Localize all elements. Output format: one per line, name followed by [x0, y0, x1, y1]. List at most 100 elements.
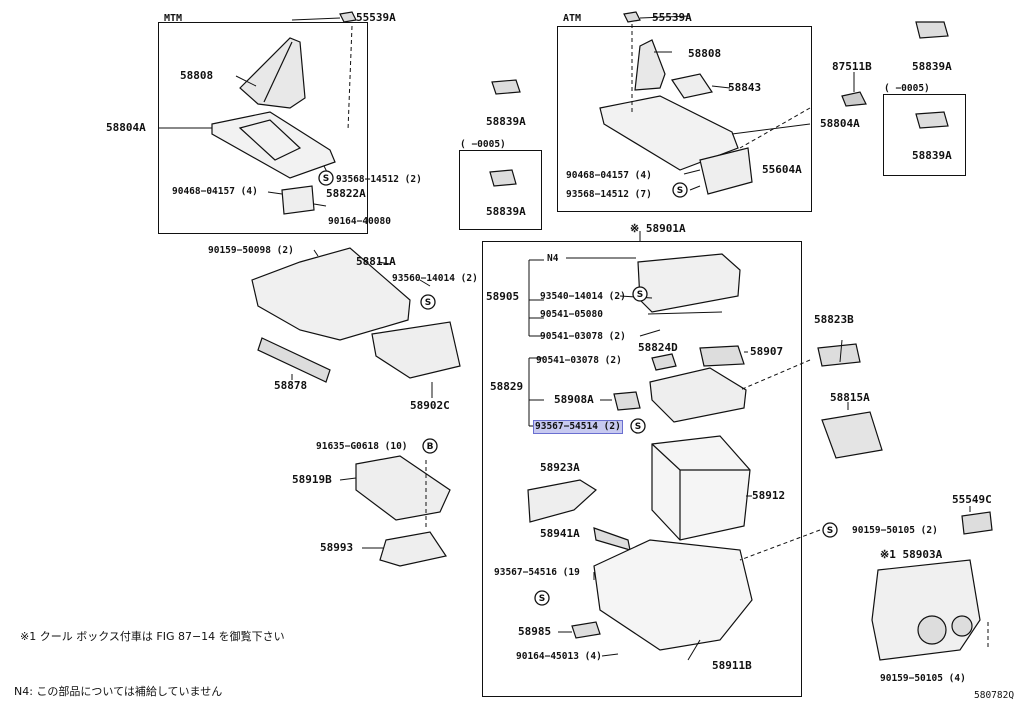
part-label-90159-50105[interactable]: 90159−50105 (4): [880, 673, 966, 684]
armrest-lid: [637, 253, 741, 313]
s-marker-7: [822, 522, 838, 538]
footnote-n4: N4: この部品については補給していません: [14, 685, 223, 698]
console-top-atm: [599, 95, 739, 171]
part-label-58901a[interactable]: ※ 58901A: [630, 222, 686, 235]
cap-58839a-3: [915, 21, 949, 39]
part-label-90159-50105[interactable]: 90159−50105 (2): [852, 525, 938, 536]
clip-58824d: [651, 353, 677, 371]
s-marker-text: S: [637, 290, 643, 300]
part-label-90541-05080[interactable]: 90541−05080: [540, 309, 603, 320]
box-58912: [651, 435, 751, 541]
part-label-58839a[interactable]: 58839A: [912, 60, 952, 73]
part-label-n4[interactable]: N4: [547, 253, 559, 264]
cap-58839a-4: [915, 111, 949, 129]
plate-87511b: [841, 91, 867, 107]
range-0005-left: ( −0005): [460, 139, 506, 150]
s-marker-3: [420, 294, 436, 310]
part-label-58839a[interactable]: 58839A: [486, 205, 526, 218]
part-label-58912[interactable]: 58912: [752, 489, 786, 502]
frame-0005-right: [883, 94, 966, 176]
part-label-58843[interactable]: 58843: [728, 81, 762, 94]
part-label-55539a[interactable]: 55539A: [652, 11, 692, 24]
part-label-58905[interactable]: 58905: [486, 290, 520, 303]
part-label-90164-40080[interactable]: 90164−40080: [328, 216, 391, 227]
part-label-58903a[interactable]: ※1 58903A: [880, 548, 943, 561]
s-marker-4: [632, 286, 648, 302]
part-label-58878[interactable]: 58878: [274, 379, 308, 392]
hinge-58907: [699, 345, 745, 367]
part-label-58839a[interactable]: 58839A: [912, 149, 952, 162]
part-label-58941a[interactable]: 58941A: [540, 527, 580, 540]
figure-code: 580782Q: [974, 690, 1015, 701]
s-marker-1: [318, 170, 334, 186]
part-label-58839a[interactable]: 58839A: [486, 115, 526, 128]
part-label-58993[interactable]: 58993: [320, 541, 354, 554]
footnote-1: ※1 クール ボックス付車は FIG 87−14 を御覧下さい: [20, 630, 285, 643]
part-label-90541-03078[interactable]: 90541−03078 (2): [536, 355, 622, 366]
mat-58815a: [821, 411, 883, 459]
part-label-58808[interactable]: 58808: [688, 47, 722, 60]
range-0005-right: ( −0005): [884, 83, 930, 94]
part-label-58808[interactable]: 58808: [180, 69, 214, 82]
part-label-90159-50098[interactable]: 90159−50098 (2): [208, 245, 294, 256]
s-marker-text: S: [635, 422, 641, 432]
tray-inner: [649, 367, 747, 423]
s-marker-text: S: [827, 526, 833, 536]
s-marker-text: S: [539, 594, 545, 604]
part-label-58908a[interactable]: 58908A: [554, 393, 594, 406]
part-label-58811a[interactable]: 58811A: [356, 255, 396, 268]
part-label-58902c[interactable]: 58902C: [410, 399, 450, 412]
s-marker-6: [534, 590, 550, 606]
part-label-58804a[interactable]: 58804A: [106, 121, 146, 134]
part-label-58911b[interactable]: 58911B: [712, 659, 752, 672]
section-mtm: MTM: [164, 13, 183, 24]
part-label-93568-14512[interactable]: 93568−14512 (7): [566, 189, 652, 200]
part-label-55549c[interactable]: 55549C: [952, 493, 992, 506]
part-label-87511b[interactable]: 87511B: [832, 60, 872, 73]
part-label-90468-04157[interactable]: 90468−04157 (4): [566, 170, 652, 181]
part-label-58815a[interactable]: 58815A: [830, 391, 870, 404]
catch-58908a: [613, 391, 641, 411]
part-label-58923a[interactable]: 58923A: [540, 461, 580, 474]
cap-58839a-1: [491, 79, 521, 95]
part-label-93567-54516[interactable]: 93567−54516 (19: [494, 567, 580, 578]
console-body-58911b: [593, 539, 753, 651]
part-label-58919b[interactable]: 58919B: [292, 473, 332, 486]
bracket-58902c: [371, 321, 461, 379]
part-label-93568-14512[interactable]: 93568−14512 (2): [336, 174, 422, 185]
part-label-58829[interactable]: 58829: [490, 380, 524, 393]
cap-58839a-2: [489, 169, 517, 187]
indicator-58843: [671, 73, 713, 99]
b-marker: [422, 438, 438, 454]
clip-58985: [571, 621, 601, 639]
part-label-58822a[interactable]: 58822A: [326, 187, 366, 200]
part-label-58823b[interactable]: 58823B: [814, 313, 854, 326]
b-marker-text: B: [427, 442, 434, 452]
part-label-91635-g0618[interactable]: 91635−G0618 (10): [316, 441, 408, 452]
part-label-90541-03078[interactable]: 90541−03078 (2): [540, 331, 626, 342]
panel-58811a: [251, 247, 411, 341]
part-label-58985[interactable]: 58985: [518, 625, 552, 638]
part-label-93567-54514-highlighted[interactable]: 93567−54514 (2): [533, 420, 623, 434]
bracket-58919b: [355, 455, 451, 521]
part-label-58824d[interactable]: 58824D: [638, 341, 678, 354]
part-label-58907[interactable]: 58907: [750, 345, 784, 358]
part-label-58804a[interactable]: 58804A: [820, 117, 860, 130]
cupholder-58903a: [871, 559, 981, 661]
part-label-55539a[interactable]: 55539A: [356, 11, 396, 24]
shift-boot-atm: [634, 39, 666, 91]
part-label-90164-45013[interactable]: 90164−45013 (4): [516, 651, 602, 662]
bracket-58993: [379, 531, 447, 567]
part-label-93540-14014[interactable]: 93540−14014 (2): [540, 291, 626, 302]
part-label-55604a[interactable]: 55604A: [762, 163, 802, 176]
holder-58823b: [817, 343, 861, 367]
frame-0005-left: [459, 150, 542, 230]
strip-58878: [257, 337, 331, 383]
ashtray-55604a: [699, 147, 753, 195]
s-marker-5: [630, 418, 646, 434]
part-label-90468-04157[interactable]: 90468−04157 (4): [172, 186, 258, 197]
part-label-93560-14014[interactable]: 93560−14014 (2): [392, 273, 478, 284]
s-marker-text: S: [677, 186, 683, 196]
shift-boot-mtm: [239, 37, 306, 109]
